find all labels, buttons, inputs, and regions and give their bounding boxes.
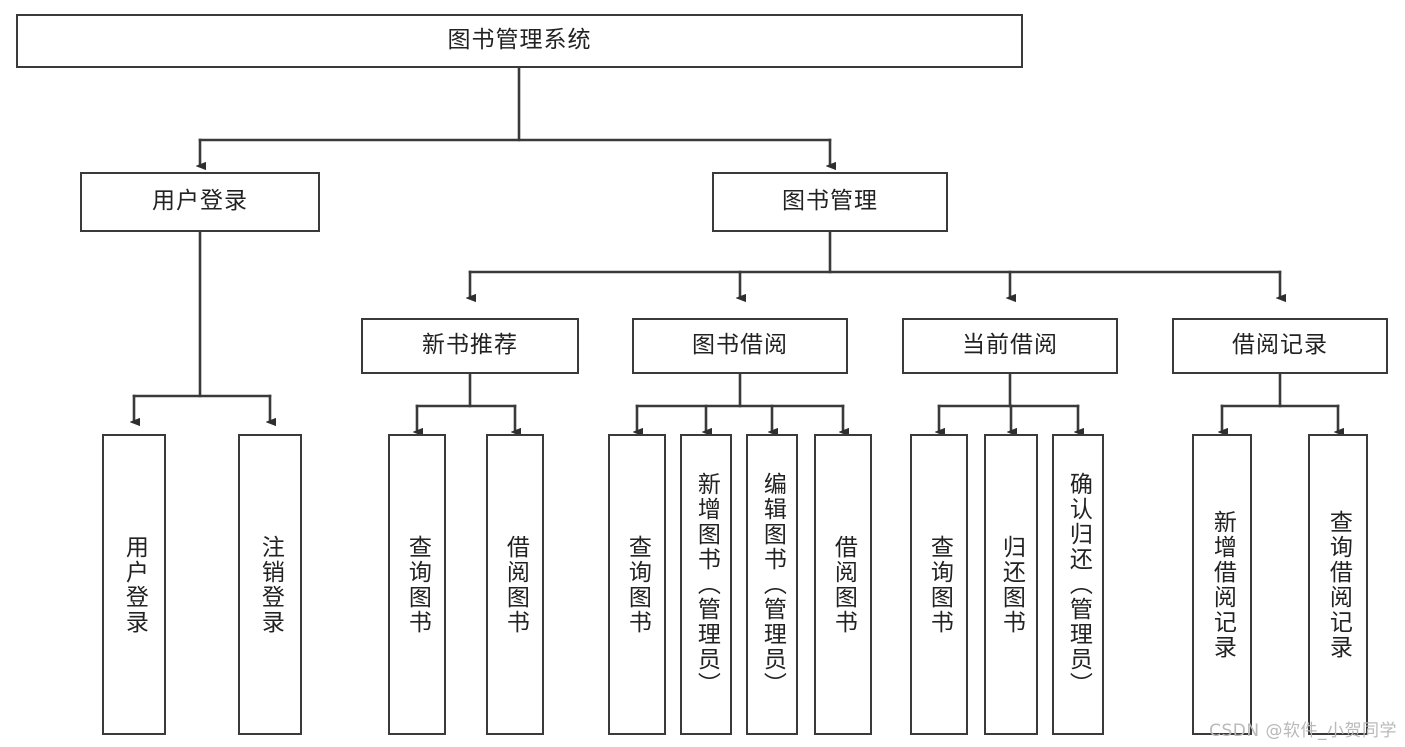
node-leaf-query-book-rec[interactable]: 查询图书 (388, 434, 446, 735)
node-leaf-user-login[interactable]: 用户登录 (102, 434, 166, 735)
connector-paths (134, 66, 1338, 432)
node-current-borrow[interactable]: 当前借阅 (902, 318, 1118, 374)
node-book-manage[interactable]: 图书管理 (712, 172, 948, 232)
node-leaf-query-book-current-label: 查询图书 (926, 534, 953, 635)
node-new-book-recommend-label: 新书推荐 (422, 332, 518, 359)
node-book-borrow[interactable]: 图书借阅 (632, 318, 848, 374)
node-book-manage-label: 图书管理 (782, 188, 878, 215)
node-leaf-query-book-borrow[interactable]: 查询图书 (608, 434, 666, 735)
node-leaf-add-borrow-record-label: 新增借阅记录 (1209, 509, 1236, 660)
node-current-borrow-label: 当前借阅 (962, 332, 1058, 359)
node-leaf-user-login-label: 用户登录 (121, 534, 148, 635)
csdn-watermark: CSDN @软件_小贺同学 (1209, 721, 1397, 741)
node-leaf-return-book[interactable]: 归还图书 (984, 434, 1038, 735)
node-borrow-record[interactable]: 借阅记录 (1172, 318, 1388, 374)
node-user-login[interactable]: 用户登录 (80, 172, 320, 232)
node-leaf-logout-login[interactable]: 注销登录 (238, 434, 302, 735)
node-root[interactable]: 图书管理系统 (16, 14, 1023, 68)
node-book-borrow-label: 图书借阅 (692, 332, 788, 359)
node-leaf-add-borrow-record[interactable]: 新增借阅记录 (1192, 434, 1252, 735)
node-leaf-edit-book-admin[interactable]: 编辑图书（管理员） (746, 434, 798, 735)
node-leaf-confirm-return-admin[interactable]: 确认归还（管理员） (1052, 434, 1104, 735)
node-leaf-query-borrow-record[interactable]: 查询借阅记录 (1308, 434, 1368, 735)
node-leaf-borrow-book-rec-label: 借阅图书 (502, 534, 529, 635)
node-leaf-return-book-label: 归还图书 (998, 534, 1025, 635)
node-leaf-logout-login-label: 注销登录 (257, 534, 284, 635)
node-leaf-confirm-return-admin-label: 确认归还（管理员） (1065, 472, 1092, 697)
node-leaf-query-book-rec-label: 查询图书 (404, 534, 431, 635)
node-leaf-edit-book-admin-label: 编辑图书（管理员） (759, 472, 786, 697)
node-root-label: 图书管理系统 (447, 27, 592, 54)
node-leaf-query-borrow-record-label: 查询借阅记录 (1325, 509, 1352, 660)
node-leaf-borrow-book-borrow[interactable]: 借阅图书 (814, 434, 872, 735)
node-new-book-recommend[interactable]: 新书推荐 (361, 318, 579, 374)
node-leaf-borrow-book-borrow-label: 借阅图书 (830, 534, 857, 635)
node-leaf-add-book-admin[interactable]: 新增图书（管理员） (680, 434, 732, 735)
node-user-login-label: 用户登录 (152, 188, 248, 215)
node-leaf-query-book-current[interactable]: 查询图书 (910, 434, 968, 735)
node-leaf-query-book-borrow-label: 查询图书 (624, 534, 651, 635)
node-leaf-borrow-book-rec[interactable]: 借阅图书 (486, 434, 544, 735)
node-borrow-record-label: 借阅记录 (1232, 332, 1328, 359)
node-leaf-add-book-admin-label: 新增图书（管理员） (693, 472, 720, 697)
